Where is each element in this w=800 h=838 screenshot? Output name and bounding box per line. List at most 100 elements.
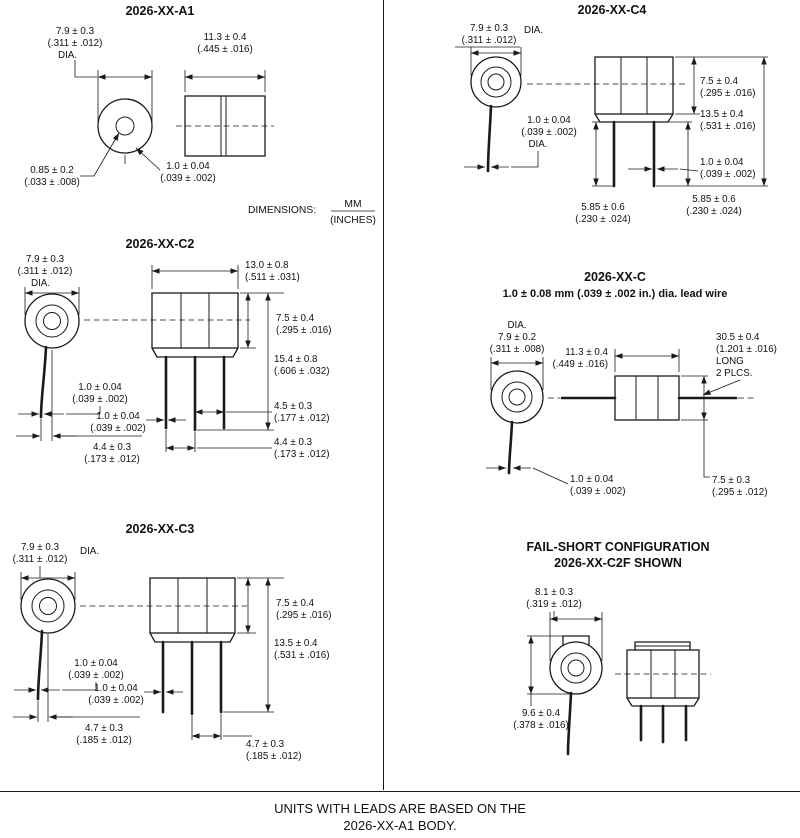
c3-title: 2026-XX-C3 [126,522,195,536]
c4-front-lead-mm-label: 1.0 ± 0.04 [527,115,571,126]
units-note-mm: MM [344,199,361,210]
c3-front-lead-dia-dimension [14,682,97,693]
failshort-width-dimension [549,611,603,661]
c2-dia-suffix-label: DIA. [31,278,50,289]
c2-dia-dimension [24,287,80,315]
a1-dia-mm-label: 7.9 ± 0.3 [56,26,95,37]
c4-section: 2026-XX-C4 7.9 ± 0.3 (.311 ± .012) DIA. … [455,3,768,225]
c2-body-height-mm-label: 7.5 ± 0.4 [276,313,315,324]
failshort-height-in-label: (.378 ± .016) [513,720,568,731]
a1-front-view [97,98,153,164]
c-section: 2026-XX-C 1.0 ± 0.08 mm (.039 ± .002 in.… [486,270,777,498]
failshort-section: FAIL-SHORT CONFIGURATION 2026-XX-C2F SHO… [513,540,711,756]
c2-front-lead-mm-label: 1.0 ± 0.04 [78,382,122,393]
c-lead-dia-mm-label: 1.0 ± 0.04 [570,474,614,485]
c2-offset-in-label: (.173 ± .012) [84,454,139,465]
a1-hole-mm-label: 0.85 ± 0.2 [30,165,74,176]
failshort-height-dimension [527,635,574,706]
units-note-label: DIMENSIONS: [248,205,316,216]
c-lead-dia-in-label: (.039 ± .002) [570,486,625,497]
c2-total-height-dimension [197,293,274,431]
c4-side-view [527,56,685,188]
c4-side-lead-mm-label: 1.0 ± 0.04 [700,157,744,168]
c2-pitch1-in-label: (.177 ± .012) [274,413,329,424]
c4-body-height-mm-label: 7.5 ± 0.4 [700,76,739,87]
c4-front-view [470,56,522,173]
c4-body-height-dimension [675,56,768,115]
a1-side-view [176,95,274,157]
failshort-width-mm-label: 8.1 ± 0.3 [535,587,574,598]
c-front-lead-wire [507,420,514,475]
c2-body-height-dimension [240,292,284,349]
units-note: DIMENSIONS: MM (INCHES) [248,199,376,226]
c-body-dia-mm-label: 7.5 ± 0.3 [712,475,751,486]
a1-dia-suffix-label: DIA. [58,50,77,61]
c4-front-lead-dia-dimension [464,151,539,170]
a1-hole-in-label: (.033 ± .008) [24,177,79,188]
c3-body-height-mm-label: 7.5 ± 0.4 [276,598,315,609]
failshort-title-line2: 2026-XX-C2F SHOWN [554,556,682,570]
c4-lead-length-left-mm-label: 5.85 ± 0.6 [581,202,625,213]
c-lead-dia-dimension [486,465,569,485]
units-note-inches: (INCHES) [330,215,376,226]
c4-body-height-in-label: (.295 ± .016) [700,88,755,99]
c4-lead-length-left-in-label: (.230 ± .024) [575,214,630,225]
c4-lead-length-right-in-label: (.230 ± .024) [686,206,741,217]
c3-dia-mm-label: 7.9 ± 0.3 [21,542,60,553]
c3-side-view [80,577,247,716]
c-lead-length-in-label: (1.201 ± .016) [716,344,777,355]
c2-offset-dimension [16,350,142,441]
c-lead-length-plcs-label: 2 PLCS. [716,368,753,379]
c2-side-view [84,292,250,432]
c3-offset-mm-label: 4.7 ± 0.3 [85,723,124,734]
c3-dia-in-label: (.311 ± .012) [13,554,68,565]
c4-dia-suffix-label: DIA. [524,25,543,36]
c-body-length-dimension [614,349,680,372]
c-side-view [548,375,754,421]
c2-side-lead-mm-label: 1.0 ± 0.04 [96,411,140,422]
c4-total-height-in-label: (.531 ± .016) [700,121,755,132]
footer: UNITS WITH LEADS ARE BASED ON THE 2026-X… [274,801,526,833]
failshort-width-in-label: (.319 ± .012) [526,599,581,610]
c-lead-length-mm-label: 30.5 ± 0.4 [716,332,760,343]
footer-line1: UNITS WITH LEADS ARE BASED ON THE [274,801,526,816]
c3-offset-dimension [13,634,140,722]
c2-front-lead-wire [39,345,48,419]
c2-total-height-in-label: (.606 ± .032) [274,366,329,377]
c2-title: 2026-XX-C2 [126,237,195,251]
c2-body-height-in-label: (.295 ± .016) [276,325,331,336]
failshort-front-lead-wire [566,691,573,756]
c-body-length-mm-label: 11.3 ± 0.4 [565,347,608,358]
c3-pitch-dimension [191,714,252,740]
a1-dia-dimension [74,60,153,122]
a1-dia-in-label: (.311 ± .012) [48,38,103,49]
c3-section: 2026-XX-C3 7.9 ± 0.3 (.311 ± .012) DIA. … [13,522,332,762]
c2-pitch2-in-label: (.173 ± .012) [274,449,329,460]
c-body-dia-in-label: (.295 ± .012) [712,487,767,498]
a1-lead-in-label: (.039 ± .002) [160,173,215,184]
c2-front-lead-in-label: (.039 ± .002) [72,394,127,405]
failshort-side-view [615,641,711,744]
c2-dia-mm-label: 7.9 ± 0.3 [26,254,65,265]
a1-hole-leader [80,132,120,177]
page-rules [0,0,800,792]
c3-total-height-in-label: (.531 ± .016) [274,650,329,661]
c4-lead-length-right-mm-label: 5.85 ± 0.6 [692,194,736,205]
c2-dia-in-label: (.311 ± .012) [18,266,73,277]
c4-dia-dimension [455,46,522,76]
c-lead-length-long-label: LONG [716,356,744,367]
c2-width-dimension [151,265,239,289]
c3-body-height-dimension [237,577,284,634]
c2-section: 2026-XX-C2 7.9 ± 0.3 (.311 ± .012) DIA. … [16,237,331,465]
c2-pitch1-mm-label: 4.5 ± 0.3 [274,401,313,412]
c4-front-lead-wire [486,104,493,173]
failshort-title-line1: FAIL-SHORT CONFIGURATION [526,540,709,554]
c2-total-height-mm-label: 15.4 ± 0.8 [274,354,318,365]
c3-offset-in-label: (.185 ± .012) [76,735,131,746]
c4-front-lead-in-label: (.039 ± .002) [521,127,576,138]
a1-section: 2026-XX-A1 7.9 ± 0.3 (.311 ± .012) DIA. … [24,4,274,188]
c4-side-lead-dia-dimension [628,166,699,172]
c-lead-length-leader [702,379,741,396]
